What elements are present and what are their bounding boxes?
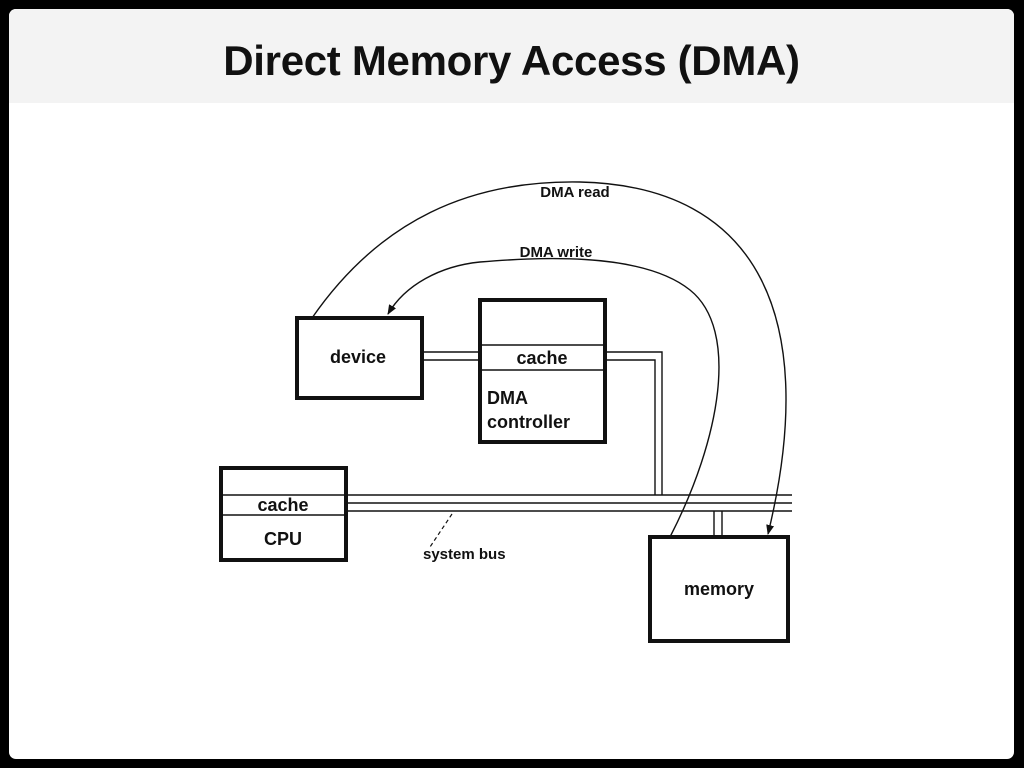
cpu-cache-label: cache	[257, 495, 308, 515]
device-label: device	[330, 347, 386, 367]
system-bus	[346, 494, 792, 512]
slide-title: Direct Memory Access (DMA)	[223, 37, 800, 84]
dma-bus-link	[605, 351, 663, 495]
slide: Direct Memory Access (DMA)	[9, 9, 1014, 759]
dma-controller-label-line2: controller	[487, 412, 570, 432]
dma-controller-label-line1: DMA	[487, 388, 528, 408]
dma-read-label: DMA read	[540, 184, 609, 201]
dma-controller-box: cache DMA controller	[478, 298, 607, 444]
memory-bus-link	[713, 511, 723, 537]
memory-label: memory	[684, 579, 754, 599]
title-bar: Direct Memory Access (DMA)	[9, 9, 1014, 103]
cpu-box: cache CPU	[219, 466, 348, 562]
dma-write-arrow	[387, 257, 720, 538]
dma-read-arrow	[311, 181, 787, 535]
bus-pointer-line	[429, 513, 453, 548]
cpu-label: CPU	[264, 529, 302, 549]
dma-write-label: DMA write	[520, 244, 593, 261]
memory-box: memory	[648, 535, 790, 643]
device-dma-link	[422, 351, 480, 361]
system-bus-label: system bus	[423, 546, 506, 563]
dma-cache-label: cache	[516, 348, 567, 368]
device-box: device	[295, 316, 424, 400]
